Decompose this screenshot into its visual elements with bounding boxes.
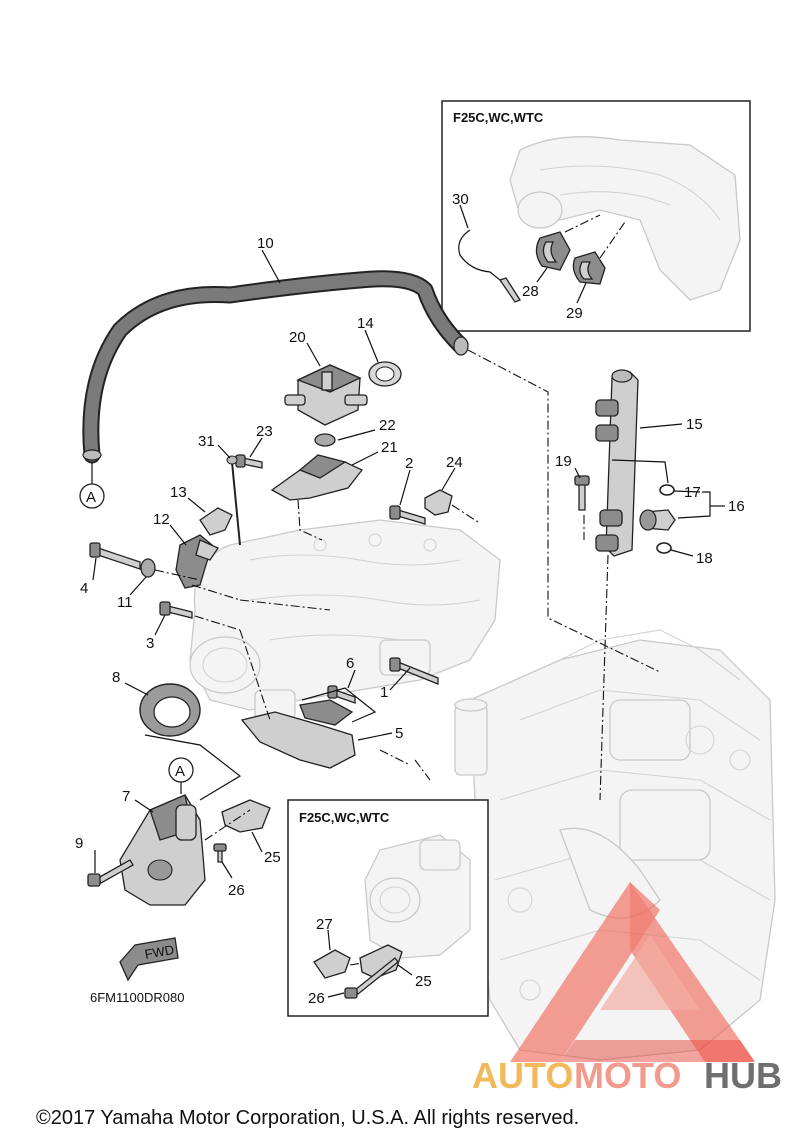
callout-21: 21 <box>381 439 398 456</box>
callout-1: 1 <box>380 684 388 701</box>
callout-26b: 26 <box>308 990 325 1007</box>
fwd-label: FWD <box>144 942 176 962</box>
connector-a-top: A <box>86 489 96 506</box>
fuel-filter-group: 20 14 22 21 23 31 <box>198 315 402 546</box>
hose-10: 10 A <box>79 235 469 509</box>
callout-30: 30 <box>452 191 469 208</box>
callout-25b: 25 <box>415 973 432 990</box>
callout-22: 22 <box>379 417 396 434</box>
callout-12: 12 <box>153 511 170 528</box>
callout-27: 27 <box>316 916 333 933</box>
watermark-moto: MOTO <box>574 1055 681 1096</box>
watermark-logo <box>510 882 755 1062</box>
callout-20: 20 <box>289 329 306 346</box>
callout-29: 29 <box>566 305 583 322</box>
callout-7: 7 <box>122 788 130 805</box>
callout-25: 25 <box>264 849 281 866</box>
callout-28: 28 <box>522 283 539 300</box>
callout-6: 6 <box>346 655 354 672</box>
bolt-2-and-clip-24: 2 24 <box>389 454 479 525</box>
callout-17: 17 <box>684 484 701 501</box>
inset-box-top: F25C,WC,WTC 30 28 29 <box>441 100 751 332</box>
inset-box-bottom: F25C,WC,WTC 27 25 26 <box>287 799 489 1017</box>
callout-8: 8 <box>112 669 120 686</box>
callout-10: 10 <box>257 235 274 252</box>
fuel-rail-group: 15 19 17 16 18 <box>555 369 745 801</box>
callout-4: 4 <box>80 580 88 597</box>
throttle-body-group: A 7 9 25 26 <box>75 734 281 906</box>
watermark-auto: AUTO <box>472 1055 573 1096</box>
callout-13: 13 <box>170 484 187 501</box>
callout-19: 19 <box>555 453 572 470</box>
watermark-hub: HUB <box>704 1055 782 1096</box>
callout-15: 15 <box>686 416 703 433</box>
callout-16: 16 <box>728 498 745 515</box>
inset-top-label: F25C,WC,WTC <box>453 110 544 125</box>
engine-block-ghost <box>454 629 776 1061</box>
callout-11: 11 <box>117 594 133 611</box>
part-code: 6FM1100DR080 <box>90 990 184 1005</box>
copyright-text: ©2017 Yamaha Motor Corporation, U.S.A. A… <box>36 1107 579 1129</box>
callout-9: 9 <box>75 835 83 852</box>
callout-26: 26 <box>228 882 245 899</box>
watermark-text: AUTO MOTO HUB <box>472 1055 782 1096</box>
connector-a-bottom: A <box>175 763 185 780</box>
callout-14: 14 <box>357 315 374 332</box>
inset-bottom-label: F25C,WC,WTC <box>299 810 390 825</box>
callout-3: 3 <box>146 635 154 652</box>
left-cluster: 13 12 4 11 3 <box>80 484 331 652</box>
fwd-arrow: FWD <box>119 937 179 982</box>
callout-2: 2 <box>405 455 413 472</box>
callout-23: 23 <box>256 423 273 440</box>
seal-and-bracket-group: 8 6 1 5 <box>112 629 439 781</box>
intake-manifold-ghost <box>189 519 501 721</box>
callout-24: 24 <box>446 454 463 471</box>
callout-31: 31 <box>198 433 215 450</box>
callout-5: 5 <box>395 725 403 742</box>
callout-18: 18 <box>696 550 713 567</box>
